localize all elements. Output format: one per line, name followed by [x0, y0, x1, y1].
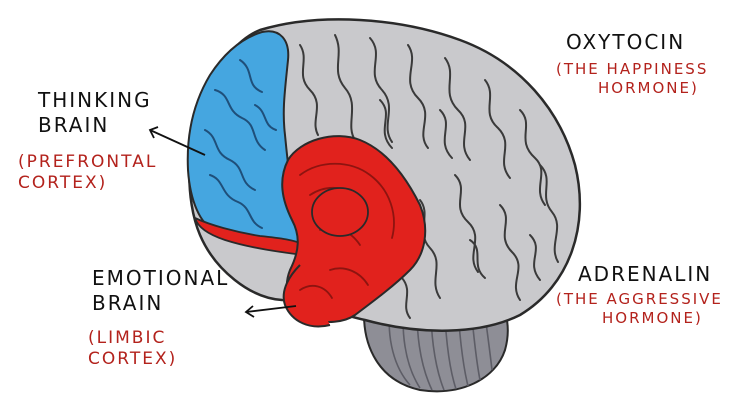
- adrenalin-label: ADRENALIN: [578, 262, 712, 287]
- oxytocin-label: OXYTOCIN: [566, 30, 685, 55]
- oxytocin-line2: HORMONE): [556, 79, 708, 98]
- limbic-line2: CORTEX): [88, 349, 177, 370]
- prefrontal-cortex-label: (PREFRONTAL CORTEX): [18, 152, 157, 195]
- oxytocin-description: (THE HAPPINESS HORMONE): [556, 60, 708, 98]
- thinking-brain-label: THINKING BRAIN: [38, 88, 152, 138]
- adrenalin-description: (THE AGGRESSIVE HORMONE): [556, 290, 723, 328]
- prefrontal-line2: CORTEX): [18, 173, 157, 194]
- oxytocin-line1: (THE HAPPINESS: [556, 60, 708, 79]
- emotional-line1: EMOTIONAL: [92, 266, 229, 291]
- emotional-brain-label: EMOTIONAL BRAIN: [92, 266, 229, 316]
- prefrontal-line1: (PREFRONTAL: [18, 152, 157, 173]
- limbic-line1: (LIMBIC: [88, 328, 177, 349]
- emotional-line2: BRAIN: [92, 291, 229, 316]
- thinking-line2: BRAIN: [38, 113, 152, 138]
- adrenalin-line2: HORMONE): [556, 309, 723, 328]
- oxytocin-title: OXYTOCIN: [566, 30, 685, 55]
- adrenalin-line1: (THE AGGRESSIVE: [556, 290, 723, 309]
- limbic-cortex-label: (LIMBIC CORTEX): [88, 328, 177, 371]
- thinking-line1: THINKING: [38, 88, 152, 113]
- adrenalin-title: ADRENALIN: [578, 262, 712, 287]
